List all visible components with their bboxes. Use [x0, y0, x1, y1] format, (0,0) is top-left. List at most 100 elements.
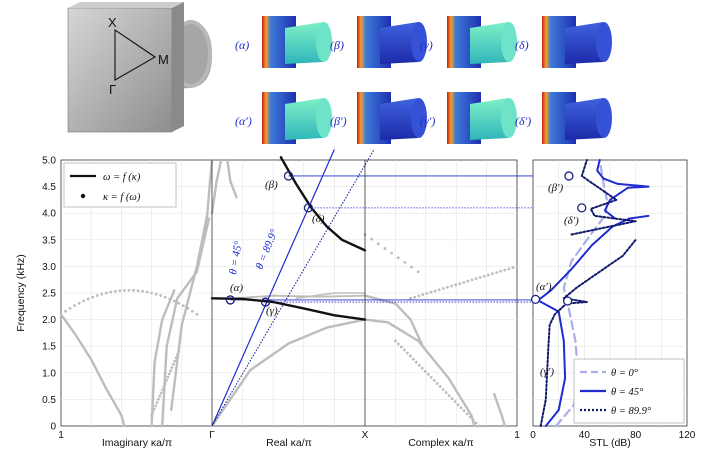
complex-dotted-branch: [433, 289, 437, 293]
gray-branches: [59, 158, 519, 428]
complex-dotted-branch: [435, 382, 439, 385]
complex-dotted-branch: [409, 296, 412, 300]
real-gray-branch: [210, 158, 223, 215]
complex-dotted-branch: [438, 385, 442, 388]
mode-thumbnail: (γ′): [420, 92, 517, 144]
stl-point-marker: [563, 296, 573, 306]
imag-dotted-branch: [141, 289, 144, 293]
imag-dotted-branch: [177, 301, 181, 305]
stl-x-tick: 120: [679, 430, 696, 441]
stl-legend-entry-1: θ = 45°: [611, 387, 644, 398]
mode-cylinder-cap: [411, 98, 427, 138]
dispersion-ticks: 00.51.01.52.02.53.03.54.04.55.0: [42, 156, 56, 433]
imag-dotted-branch: [136, 289, 140, 293]
complex-dotted-branch: [453, 400, 457, 404]
mode-thumbnail: (β′): [330, 92, 427, 144]
imag-branch: [169, 211, 209, 412]
imag-dotted-branch: [162, 385, 166, 389]
x-tick-imag-1: 1: [58, 430, 64, 441]
y-axis-title: Frequency (kHz): [15, 254, 27, 332]
y-tick-label: 4.5: [42, 182, 56, 193]
complex-dotted-branch: [503, 268, 507, 272]
stl-x-tick: 80: [630, 430, 642, 441]
imag-dotted-branch: [132, 289, 135, 292]
stl-curve-theta-899-upper: [570, 159, 637, 236]
imag-dotted-branch: [170, 366, 174, 369]
imag-dotted-branch: [163, 382, 167, 385]
imag-dotted-branch: [113, 289, 117, 293]
imag-dotted-branch: [161, 388, 164, 392]
complex-dotted-branch: [462, 409, 466, 413]
imag-dotted-branch: [104, 291, 108, 295]
complex-dotted-branch: [468, 415, 472, 419]
complex-dotted-branch: [507, 267, 511, 271]
theta-45-line: [211, 149, 335, 427]
legend-box: [63, 162, 177, 208]
point-marker: [225, 295, 236, 305]
complex-dotted-branch: [447, 394, 451, 397]
point-label-alpha: (α): [230, 282, 243, 294]
complex-dotted-branch: [403, 261, 407, 264]
stl-points: [530, 171, 587, 306]
complex-dotted-branch: [446, 285, 449, 289]
imag-dotted-branch: [77, 301, 81, 305]
mode-cylinder-cap: [596, 22, 612, 62]
imag-dotted-branch: [82, 299, 86, 303]
stl-x-tick: 0: [530, 430, 536, 441]
complex-dotted-branch: [429, 290, 433, 294]
dispersion-points: [225, 171, 314, 307]
dispersion-chart: 00.51.01.52.02.53.03.54.04.55.0 ω = f (κ…: [15, 149, 687, 449]
y-tick-label: 0: [50, 422, 56, 433]
complex-dotted-branch: [499, 269, 503, 273]
y-tick-label: 2.0: [42, 315, 56, 326]
complex-dotted-branch: [515, 265, 519, 268]
complex-dotted-branch: [408, 354, 412, 358]
mode-thumbnail: (δ′): [515, 92, 612, 144]
complex-dotted-branch: [416, 270, 420, 274]
cell-label-x: X: [108, 15, 117, 30]
imag-branch: [204, 158, 214, 231]
complex-dotted-branch: [399, 345, 403, 349]
mode-label: (β): [330, 38, 344, 52]
unit-cell-illustration: X M Γ: [67, 2, 212, 133]
complex-dotted-branch: [396, 342, 400, 346]
complex-branch: [493, 392, 506, 428]
complex-dotted-branch: [405, 351, 409, 355]
complex-dotted-branch: [410, 265, 413, 269]
complex-dotted-branch: [474, 421, 478, 425]
imag-dotted-branch: [177, 350, 181, 353]
legend-entry-kappa: κ = f (ω): [103, 192, 141, 203]
theta-45-label: θ = 45°: [227, 240, 245, 276]
mode-label: (γ′): [420, 114, 435, 128]
y-tick-label: 1.5: [42, 342, 56, 353]
imag-dotted-branch: [174, 356, 178, 360]
imag-dotted-branch: [73, 304, 76, 308]
imag-dotted-branch: [159, 391, 163, 395]
mode-label: (γ): [420, 38, 433, 52]
x-tick-x: X: [362, 430, 369, 441]
imag-dotted-branch: [118, 289, 122, 293]
imag-dotted-branch: [186, 306, 190, 310]
imag-dotted-branch: [173, 359, 177, 363]
imag-dotted-branch: [172, 299, 176, 303]
real-gray-branch: [233, 294, 366, 300]
mode-thumbnail: (α′): [235, 92, 332, 144]
complex-dotted-branch: [425, 292, 429, 295]
complex-dotted-branch: [471, 418, 475, 422]
point-marker: [260, 297, 271, 307]
complex-dotted-branch: [417, 294, 421, 298]
imag-dotted-branch: [152, 407, 156, 411]
stl-curve-theta-45-upper: [596, 159, 650, 220]
complex-dotted-branch: [511, 266, 515, 270]
complex-dotted-branch: [450, 284, 453, 288]
stl-label-gamma: (γ′): [540, 366, 554, 378]
mode-cylinder-cap: [596, 98, 612, 138]
imag-dotted-branch: [127, 288, 131, 292]
imag-dotted-branch: [154, 292, 158, 296]
stl-x-title: STL (dB): [589, 437, 631, 449]
complex-dotted-branch: [414, 360, 418, 364]
y-tick-label: 0.5: [42, 395, 56, 406]
complex-dotted-branch: [458, 282, 462, 285]
imag-dotted-branch: [159, 294, 163, 297]
